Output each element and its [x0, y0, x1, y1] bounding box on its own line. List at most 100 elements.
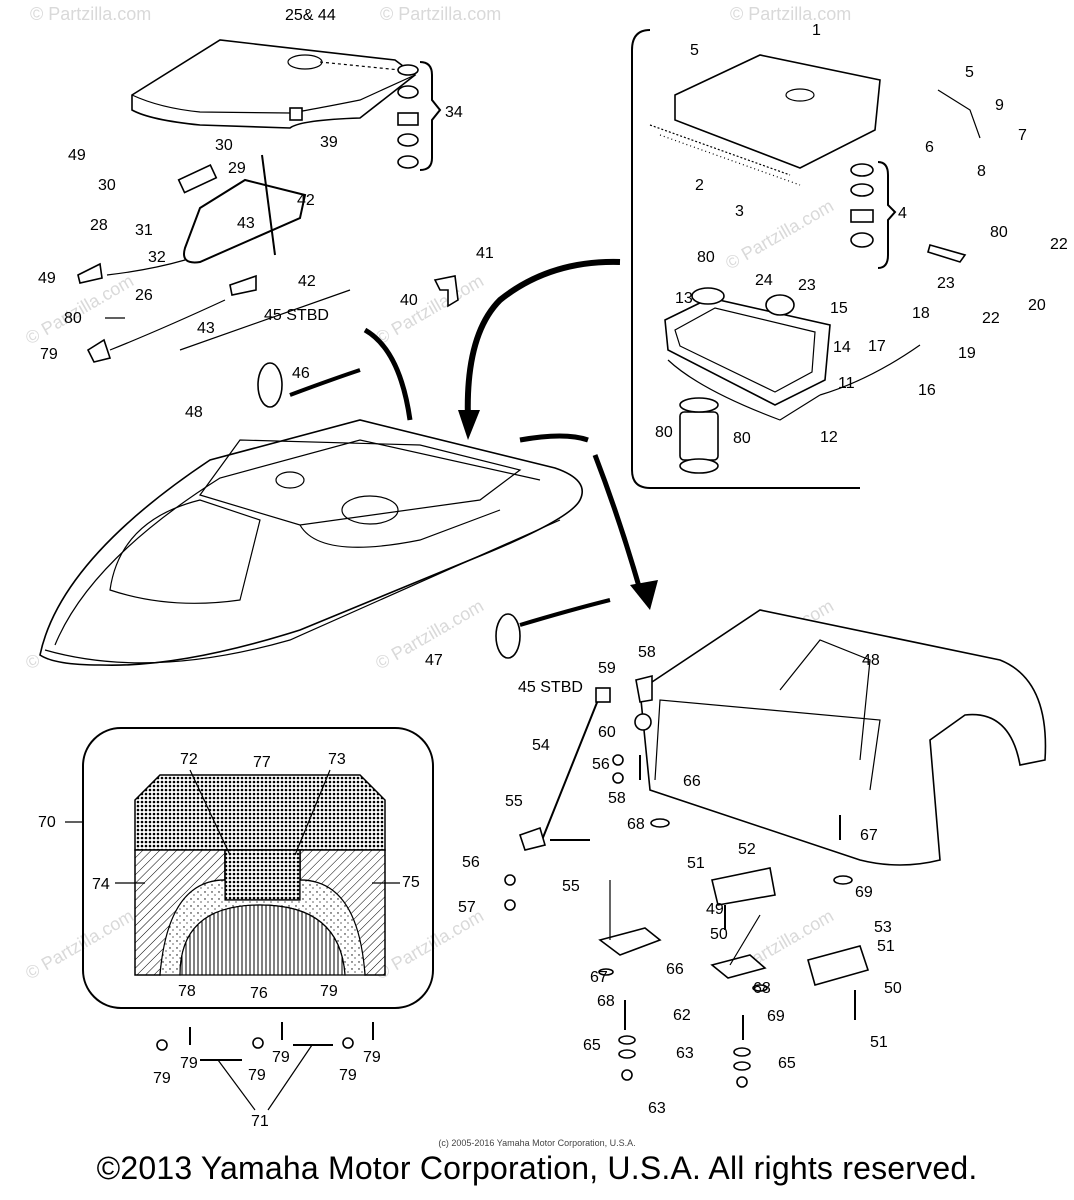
callout-label: 15	[830, 300, 848, 317]
callout-label: 17	[868, 338, 886, 355]
callout-label: 80	[64, 310, 82, 327]
callout-label: 19	[958, 345, 976, 362]
bracket-part	[850, 209, 874, 223]
cable-9	[937, 89, 981, 139]
callout-label: 58	[608, 790, 626, 807]
callout-label: 77	[253, 754, 271, 771]
inset-frame	[82, 727, 434, 1009]
callout-label: 46	[292, 365, 310, 382]
callout-label: 80	[697, 249, 715, 266]
callout-label: 75	[402, 874, 420, 891]
bracket-part	[397, 64, 419, 76]
watermark: © Partzilla.com	[30, 4, 151, 24]
part-87	[927, 244, 967, 263]
bow-seating	[109, 499, 261, 604]
leader	[729, 914, 761, 966]
porthole-42	[257, 362, 283, 408]
cockpit-line	[299, 509, 501, 548]
callout-label: 42	[298, 273, 316, 290]
callout-label: 28	[90, 217, 108, 234]
leader	[217, 1059, 256, 1111]
callout-label: 57	[458, 899, 476, 916]
callout-label: 53	[874, 919, 892, 936]
fitting-86	[691, 287, 725, 305]
leader	[319, 61, 401, 71]
callout-label: 2	[695, 177, 704, 194]
bracket-part	[397, 155, 419, 169]
washer-66	[752, 984, 768, 992]
callout-label: 34	[445, 104, 463, 121]
callout-label: 73	[328, 751, 346, 768]
callout-label: 4	[898, 205, 907, 222]
callout-label: 69	[767, 1008, 785, 1025]
nut-56	[504, 899, 516, 911]
washer-79	[342, 1037, 354, 1049]
part-38	[229, 274, 257, 296]
foam-insert	[224, 849, 301, 901]
watermark: © Partzilla.com	[380, 4, 501, 24]
washer-61	[733, 1061, 751, 1071]
callout-label: 25& 44	[285, 7, 336, 24]
cover-47	[639, 609, 1047, 866]
callout-label: 49	[706, 901, 724, 918]
hinge-48	[711, 867, 776, 906]
callout-label: 11	[838, 375, 855, 392]
gasket-11	[667, 359, 821, 421]
callout-label: 47	[425, 652, 443, 669]
boat-hull	[39, 419, 583, 667]
callout-label: 67	[590, 969, 608, 986]
gas-strut	[261, 154, 276, 256]
arrowhead	[630, 580, 658, 610]
callout-label: 79	[248, 1067, 266, 1084]
watermark: © Partzilla.com	[22, 905, 137, 983]
arrow	[363, 327, 413, 421]
fasteners-79-80	[156, 1022, 374, 1111]
callout-label: 13	[675, 290, 693, 307]
callout-label: 39	[320, 134, 338, 151]
leader	[189, 769, 231, 856]
porthole-42	[495, 613, 521, 659]
storage-inset	[631, 29, 981, 489]
rivets-3	[659, 134, 801, 186]
callout-label: 79	[339, 1067, 357, 1084]
arrows	[289, 258, 658, 627]
fitting	[595, 687, 611, 703]
hinge-57	[635, 674, 653, 703]
base-75	[179, 904, 346, 976]
leader	[109, 299, 226, 351]
callout-label: 22	[982, 310, 1000, 327]
callout-label: 59	[598, 660, 616, 677]
bracket-brace	[419, 61, 442, 171]
inset-bracket	[631, 29, 860, 489]
callout-label: 18	[912, 305, 930, 322]
hinge-28	[177, 163, 218, 194]
bracket-part	[397, 112, 419, 126]
arrowhead	[458, 410, 480, 440]
bracket-part	[397, 85, 419, 99]
nut-56	[612, 772, 624, 784]
washer-61	[618, 1049, 636, 1059]
leader	[294, 769, 331, 856]
arrow	[519, 598, 611, 627]
callout-labels: 25& 44 34 39 49 30 30 29 28 31 43 42 32 …	[38, 7, 1068, 1130]
callout-label: 52	[738, 841, 756, 858]
callout-label: 48	[862, 652, 880, 669]
callout-label: 51	[877, 938, 895, 955]
callout-label: 45 STBD	[264, 307, 329, 324]
footer-copyright: ©2013 Yamaha Motor Corporation, U.S.A. A…	[96, 1150, 978, 1186]
seat-shape	[341, 495, 399, 525]
callout-label: 60	[598, 724, 616, 741]
callout-label: 58	[638, 644, 656, 661]
seal-2	[649, 124, 791, 176]
callout-label: 22	[1050, 236, 1068, 253]
part-46	[77, 262, 103, 284]
callout-label: 80	[655, 424, 673, 441]
fitting-23	[765, 294, 795, 316]
callout-label: 45 STBD	[518, 679, 583, 696]
seat-cushion	[131, 39, 417, 129]
callout-label: 66	[683, 773, 701, 790]
callout-label: 66	[666, 961, 684, 978]
callout-label: 69	[855, 884, 873, 901]
